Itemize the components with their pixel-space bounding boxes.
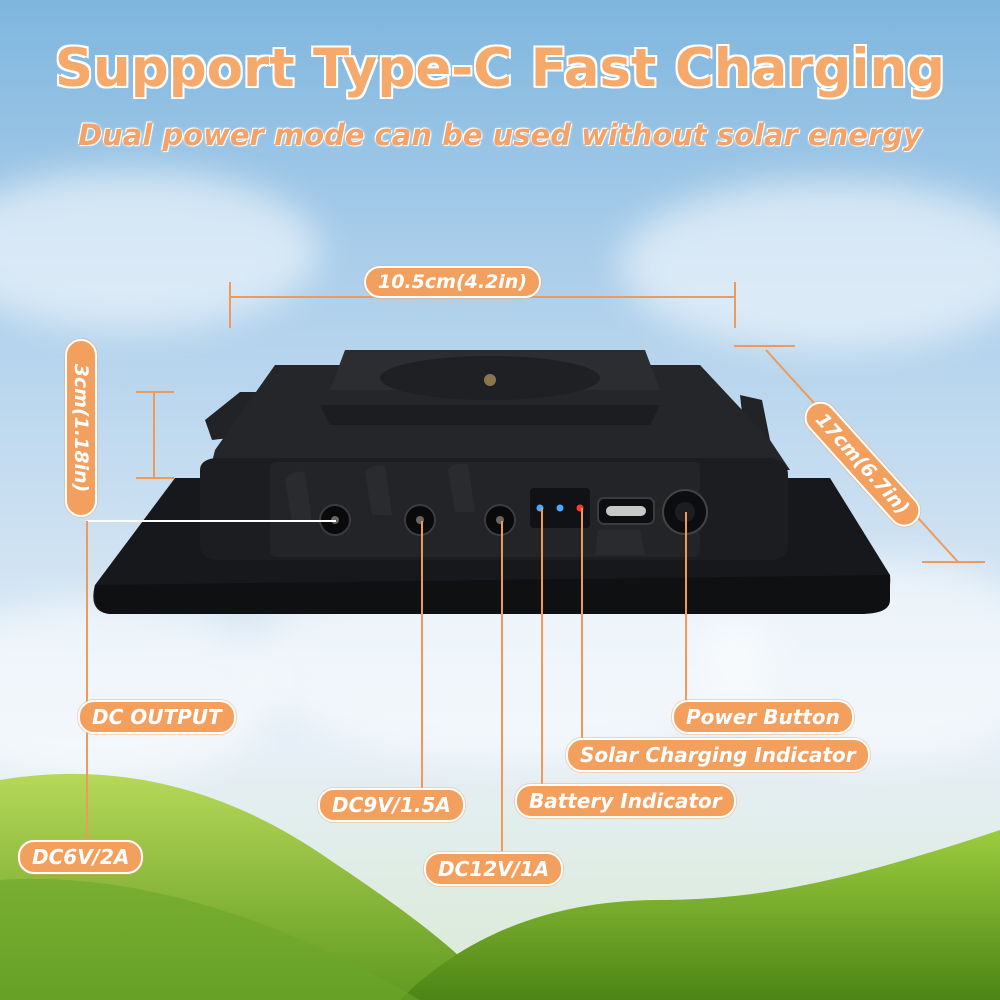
subheadline: Dual power mode can be used without sola… (78, 118, 922, 152)
height-dimension-tick (136, 477, 174, 479)
dc-output-label: DC OUTPUT (78, 700, 236, 734)
solar-indicator-leader (581, 508, 583, 742)
headline: Support Type-C Fast Charging (54, 38, 946, 99)
dc-output-leader (86, 520, 336, 522)
height-dimension-tick (136, 391, 174, 393)
solar-charging-indicator-label: Solar Charging Indicator (566, 738, 870, 772)
dc9v-label: DC9V/1.5A (318, 788, 465, 822)
dc6v-leader (86, 521, 88, 853)
dc12v-label: DC12V/1A (424, 852, 564, 886)
cloud (0, 600, 280, 780)
battery-indicator-label: Battery Indicator (515, 784, 736, 818)
width-label: 10.5cm(4.2in) (364, 266, 542, 298)
width-dimension-tick (229, 282, 231, 328)
power-button-leader (685, 512, 687, 702)
height-dimension-line (153, 392, 155, 478)
width-dimension-tick (734, 282, 736, 328)
dc12v-leader (501, 521, 503, 851)
cloud (0, 170, 320, 330)
dc6v-label: DC6V/2A (18, 840, 144, 874)
battery-indicator-leader (541, 508, 543, 788)
dc9v-leader (421, 521, 423, 793)
power-button-label: Power Button (672, 700, 854, 734)
cloud (620, 180, 1000, 350)
